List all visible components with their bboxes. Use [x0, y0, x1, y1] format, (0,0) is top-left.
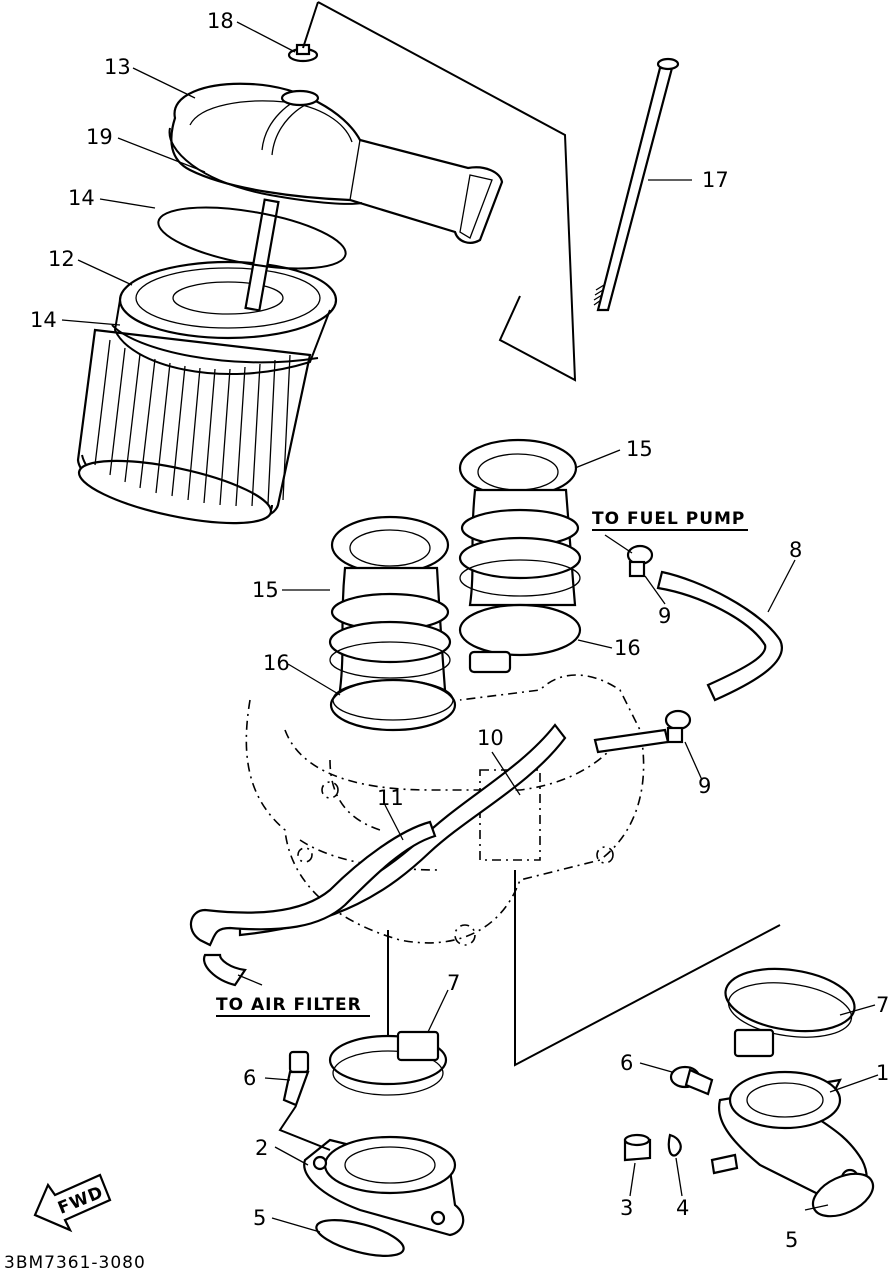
callout-16-right: 16	[614, 636, 641, 660]
fuel-hose	[656, 570, 783, 702]
callout-10: 10	[477, 726, 504, 750]
callout-5-right: 5	[785, 1228, 798, 1252]
callout-11: 11	[377, 786, 404, 810]
callout-7-left: 7	[447, 971, 460, 995]
note-to-fuel-pump: TO FUEL PUMP	[592, 509, 745, 529]
hose-clip-small	[667, 1133, 682, 1157]
gasket-left	[315, 1219, 405, 1257]
clamp-right	[458, 603, 582, 674]
notes: TO FUEL PUMP TO AIR FILTER	[216, 509, 748, 1017]
cap	[623, 1133, 652, 1162]
callout-5-left: 5	[253, 1206, 266, 1230]
clamp-7-right	[724, 967, 856, 1058]
cover-seal	[168, 127, 363, 205]
fwd-arrow: FWD	[33, 1173, 112, 1233]
callout-1: 1	[876, 1061, 889, 1085]
air-filter-cover	[170, 82, 504, 244]
hose-clip-lower	[593, 709, 692, 754]
callout-3: 3	[620, 1196, 633, 1220]
callout-16-left: 16	[263, 651, 290, 675]
bolt-6-left	[282, 1050, 310, 1107]
bracket-line-upper	[302, 1, 577, 382]
bracket-line-lower	[278, 1105, 331, 1151]
callout-19: 19	[86, 125, 113, 149]
leader-lines	[61, 21, 879, 1233]
callout-6-left: 6	[243, 1066, 256, 1090]
callout-9-lower: 9	[698, 774, 711, 798]
callout-17: 17	[702, 168, 729, 192]
callout-2: 2	[255, 1136, 268, 1160]
hose-clip-upper	[626, 544, 654, 578]
velocity-stack-right	[458, 438, 582, 607]
velocity-stack-left	[328, 515, 452, 692]
o-ring-lower	[111, 324, 319, 364]
callout-numbers: 18 13 19 14 12 14 17 15 15 16 16 8 9 9 1…	[30, 9, 889, 1252]
callout-7-right: 7	[876, 993, 889, 1017]
callout-14-lower: 14	[30, 308, 57, 332]
callout-9-upper: 9	[658, 604, 671, 628]
drawing-code: 3BM7361-3080	[4, 1253, 146, 1273]
callout-13: 13	[104, 55, 131, 79]
callout-18: 18	[207, 9, 234, 33]
callout-12: 12	[48, 247, 75, 271]
long-bolt	[593, 57, 680, 312]
callout-15-right: 15	[626, 437, 653, 461]
callout-6-right: 6	[620, 1051, 633, 1075]
callout-8: 8	[789, 538, 802, 562]
vent-hose	[238, 723, 567, 937]
o-ring-upper	[157, 206, 347, 270]
intake-joint	[303, 1135, 465, 1237]
clamp-7-left	[328, 1030, 448, 1096]
callout-15-left: 15	[252, 578, 279, 602]
bolt-6-right	[669, 1065, 714, 1096]
air-filter-element	[76, 198, 338, 525]
callout-4: 4	[676, 1196, 689, 1220]
note-to-air-filter: TO AIR FILTER	[216, 995, 362, 1015]
drain-hose	[189, 820, 437, 987]
clamp-left	[329, 678, 457, 732]
callout-14-upper: 14	[68, 186, 95, 210]
